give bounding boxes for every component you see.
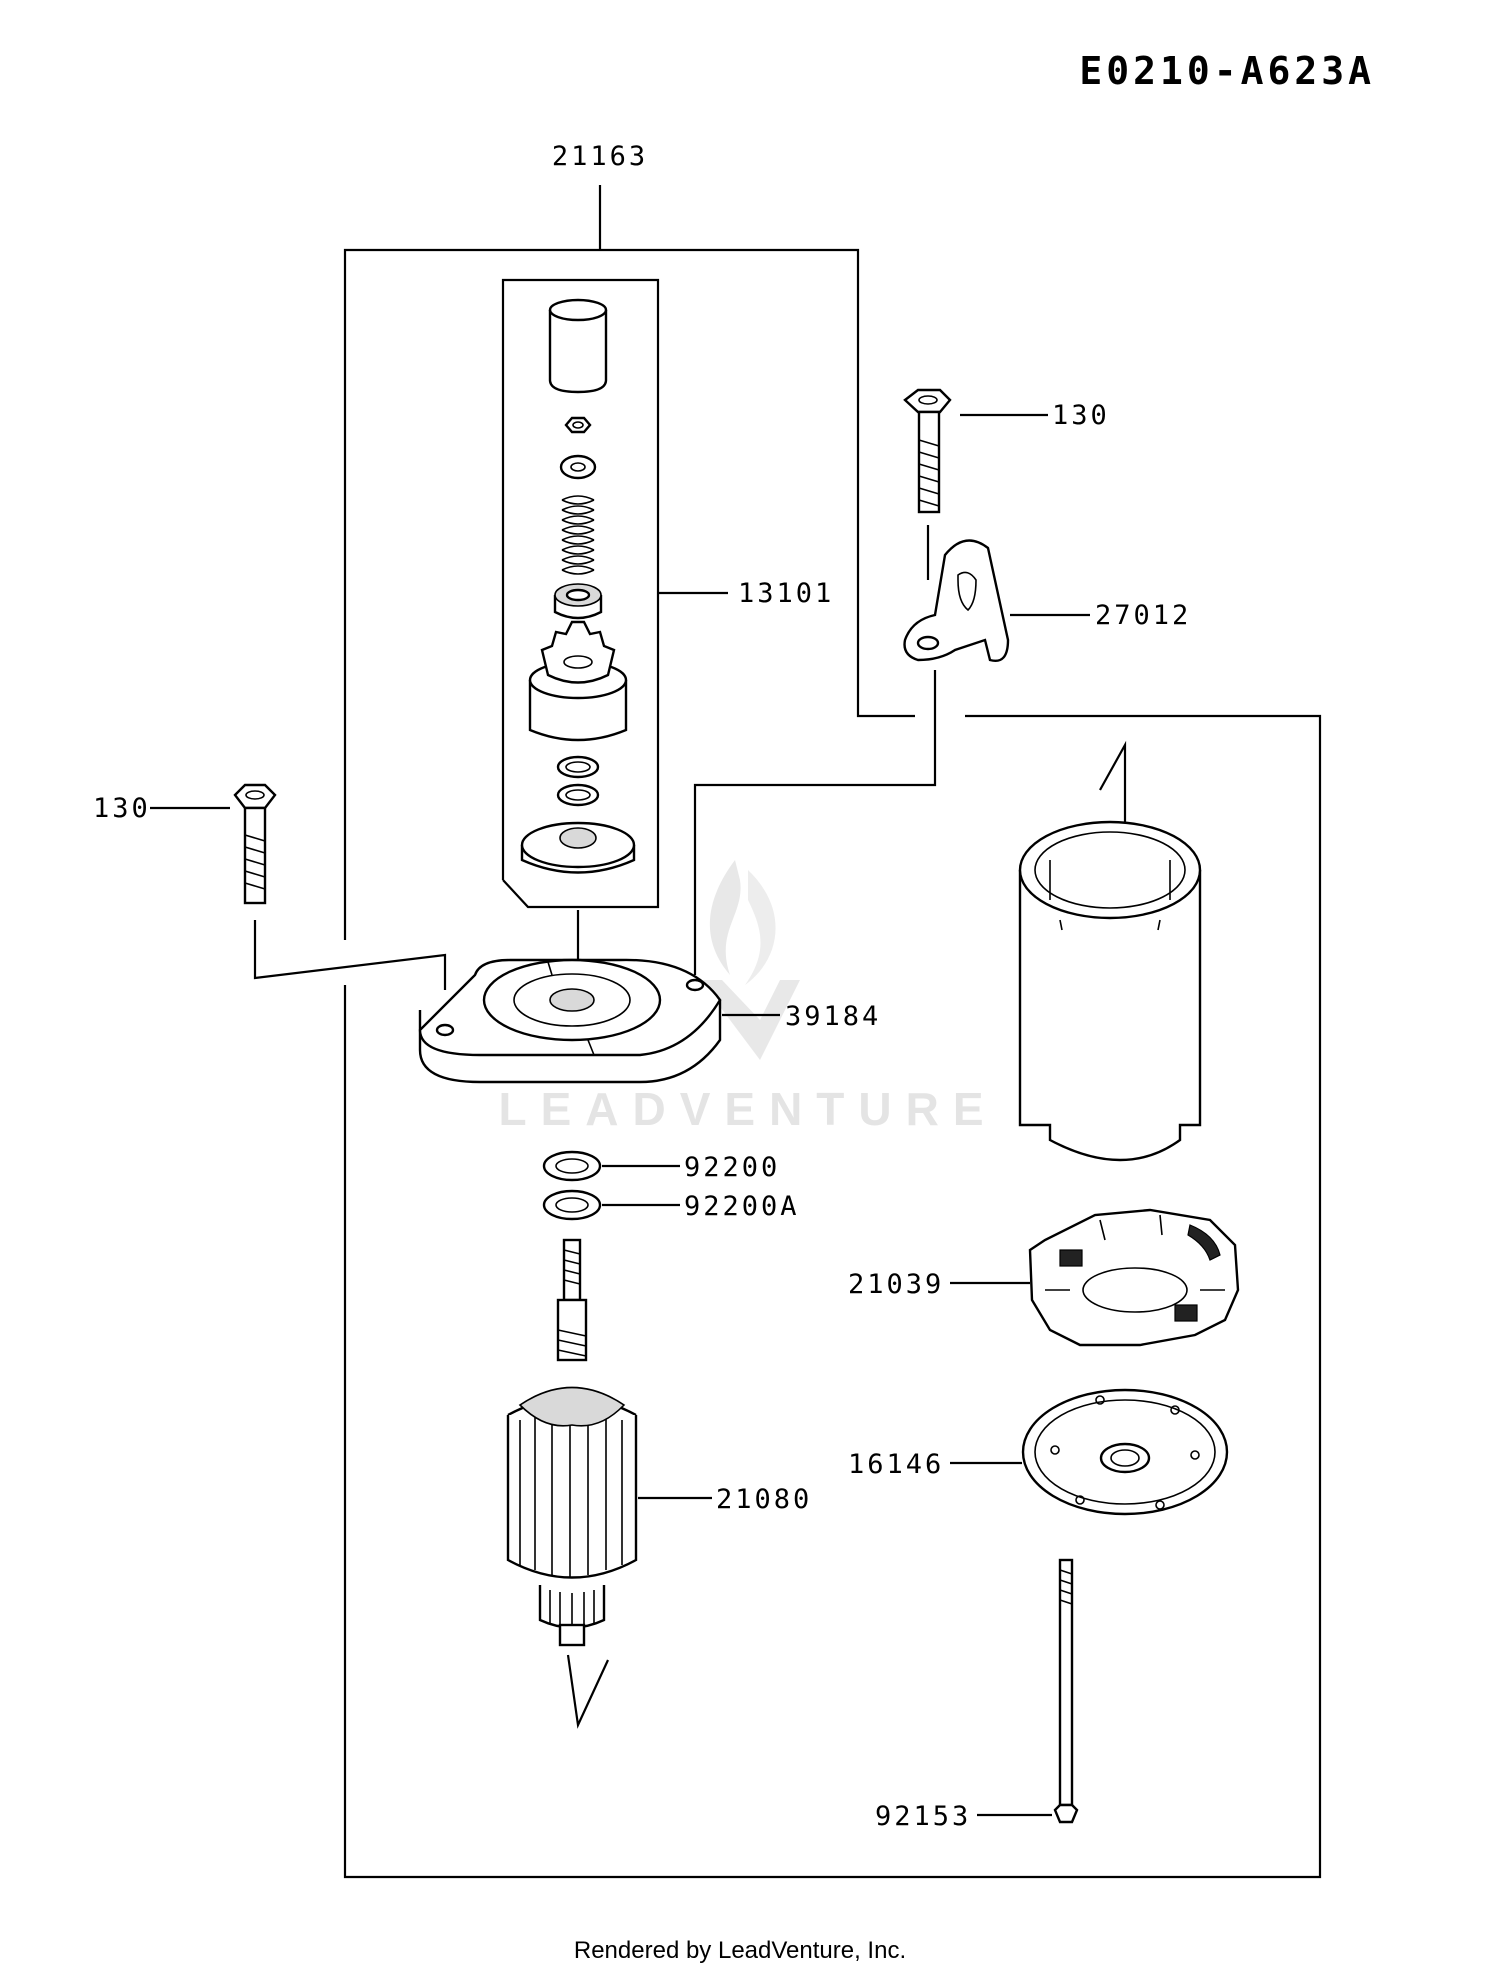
through-bolt xyxy=(1053,1558,1079,1824)
washer-92200 xyxy=(542,1150,602,1182)
pinion-gear xyxy=(528,620,628,742)
bolt-130-left xyxy=(233,783,277,905)
armature xyxy=(506,1238,638,1647)
washer-92200a xyxy=(542,1189,602,1221)
brush-holder xyxy=(1028,1208,1240,1347)
label-92153: 92153 xyxy=(875,1801,971,1832)
clutch-base xyxy=(520,821,636,874)
label-13101: 13101 xyxy=(738,578,834,609)
direction-lines-bottom xyxy=(566,1654,609,1729)
label-92200: 92200 xyxy=(684,1152,780,1183)
spring xyxy=(561,495,595,575)
label-92200a: 92200A xyxy=(684,1191,800,1222)
label-21163: 21163 xyxy=(552,141,648,172)
label-39184: 39184 xyxy=(785,1001,881,1032)
spring-retainer xyxy=(553,583,603,620)
front-cover xyxy=(418,958,722,1084)
thrust-washer-1 xyxy=(556,755,600,779)
yoke-housing xyxy=(1018,740,1202,1162)
diagram-code: E0210-A623A xyxy=(1079,49,1375,93)
leader-bolt-to-cover xyxy=(253,920,447,990)
leader-bracket-to-cover xyxy=(693,670,937,975)
label-21039: 21039 xyxy=(848,1269,944,1300)
pinion-stop-collar xyxy=(548,298,608,394)
label-130-left: 130 xyxy=(93,793,151,824)
nut-small xyxy=(564,416,592,434)
assembly-outline xyxy=(343,185,1322,1879)
label-21080: 21080 xyxy=(716,1484,812,1515)
watermark-text: LEADVENTURE xyxy=(498,1083,997,1135)
label-130-top: 130 xyxy=(1052,400,1110,431)
label-16146: 16146 xyxy=(848,1449,944,1480)
bolt-130-top xyxy=(903,388,952,514)
watermark-logo xyxy=(700,860,800,1060)
rear-plate xyxy=(1021,1388,1229,1516)
thrust-washer-2 xyxy=(556,783,600,807)
bracket-plate xyxy=(903,539,1010,662)
washer-small xyxy=(559,454,597,480)
label-27012: 27012 xyxy=(1095,600,1191,631)
footer-credit: Rendered by LeadVenture, Inc. xyxy=(574,1937,906,1964)
